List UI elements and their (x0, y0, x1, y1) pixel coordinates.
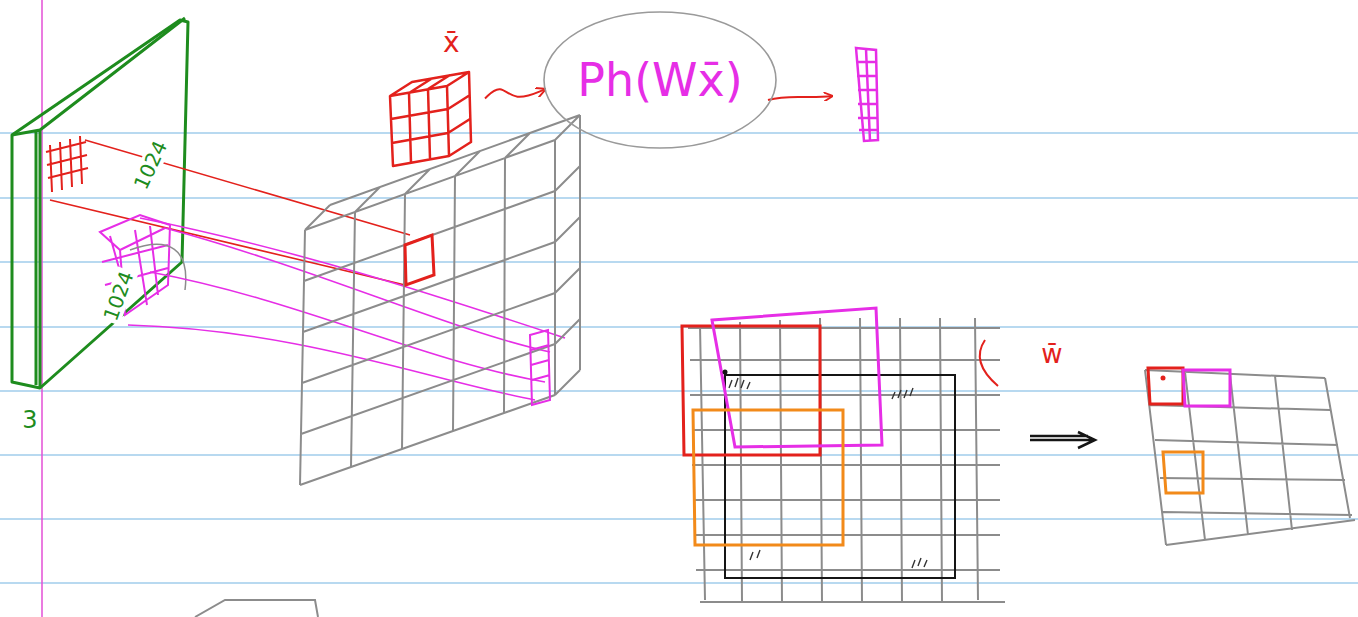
result-dot (1161, 376, 1166, 381)
node-text: x̄ (443, 28, 460, 59)
red-bracket (980, 340, 998, 386)
feature-volume-grid (300, 115, 580, 485)
orange-window (693, 410, 843, 545)
node-text: Ph(Wx̄) (577, 55, 743, 106)
result-red-cell (1148, 368, 1183, 404)
stride-arrow (1030, 432, 1095, 448)
output-column (530, 330, 550, 405)
flow-arrow (485, 89, 545, 98)
result-magenta-cell (1183, 370, 1230, 406)
anchor-dot (723, 370, 728, 375)
red-window (682, 326, 820, 455)
filter-weights: w̄ (1039, 340, 1064, 369)
stride-grid (688, 318, 1005, 602)
result-grid (1145, 370, 1355, 545)
input-patch: x̄ (385, 28, 485, 168)
partial-box (195, 600, 318, 617)
image-slab-edge (12, 18, 185, 388)
stride-inner-border (725, 375, 955, 578)
input-patch-grid (46, 136, 88, 192)
image-height: 1024 (128, 135, 171, 194)
input-swoosh (130, 244, 186, 290)
ruled-lines (0, 133, 1358, 583)
hatch-marks (729, 378, 927, 568)
input-image (12, 18, 188, 388)
ruled-line (0, 133, 1358, 583)
ellipse-border (544, 12, 776, 148)
output-cell (405, 235, 434, 285)
channel-count: 3 (20, 407, 39, 433)
result-orange-cell (1163, 452, 1203, 493)
image-slab (12, 20, 188, 388)
patch-cube-grid (390, 72, 471, 166)
output-vector (856, 48, 878, 141)
image-width: 1024 (98, 266, 137, 325)
output-arrow (768, 96, 832, 100)
magenta-window (712, 308, 882, 447)
activation-ellipse: Ph(Wx̄) (542, 10, 778, 150)
magenta-field-lines (128, 218, 565, 400)
patch-cube (385, 28, 485, 168)
